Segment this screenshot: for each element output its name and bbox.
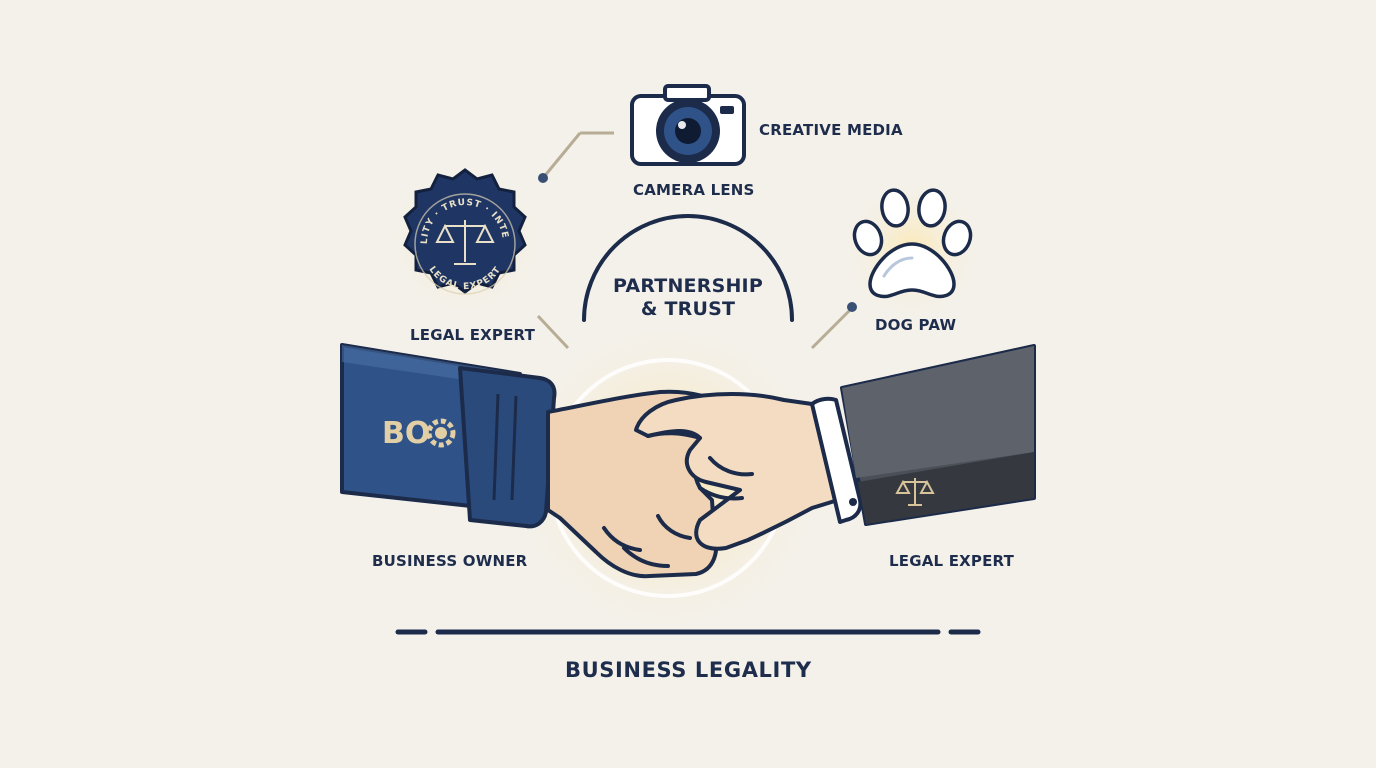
business-legality-title: BUSINESS LEGALITY [565, 658, 812, 682]
connector-dot [847, 302, 857, 312]
camera-lens-label: CAMERA LENS [633, 181, 755, 199]
scales-icon [435, 220, 495, 265]
connector-paw [810, 306, 854, 350]
legal-expert-label: LEGAL EXPERT [889, 552, 1015, 570]
connector-seal [536, 314, 570, 350]
dog-paw-icon [840, 178, 984, 322]
partnership-line-2: & TRUST [640, 298, 736, 320]
camera-icon [630, 84, 746, 166]
partnership-trust-title: PARTNERSHIP & TRUST [588, 275, 788, 321]
connector-lines [536, 131, 854, 350]
handshake-icon [546, 389, 840, 579]
gear-icon [426, 418, 456, 448]
cuff-logo-text: BO [382, 416, 430, 451]
business-owner-label: BUSINESS OWNER [372, 552, 528, 570]
legal-expert-sleeve [810, 344, 1036, 526]
partnership-line-1: PARTNERSHIP [613, 275, 763, 297]
scales-icon [895, 478, 935, 506]
connector-dot [538, 173, 548, 183]
creative-media-label: CREATIVE MEDIA [759, 121, 903, 139]
business-owner-sleeve [340, 343, 557, 529]
connector-camera [541, 132, 582, 179]
partnership-arc [582, 214, 794, 322]
cuff-logo: BO [382, 416, 456, 451]
dog-paw-label: DOG PAW [875, 316, 957, 334]
legal-expert-seal-label: LEGAL EXPERT [410, 326, 536, 344]
legal-seal-icon: LEGALITY · TRUST · INTEGRITY LEGAL EXPER… [0, 0, 543, 318]
